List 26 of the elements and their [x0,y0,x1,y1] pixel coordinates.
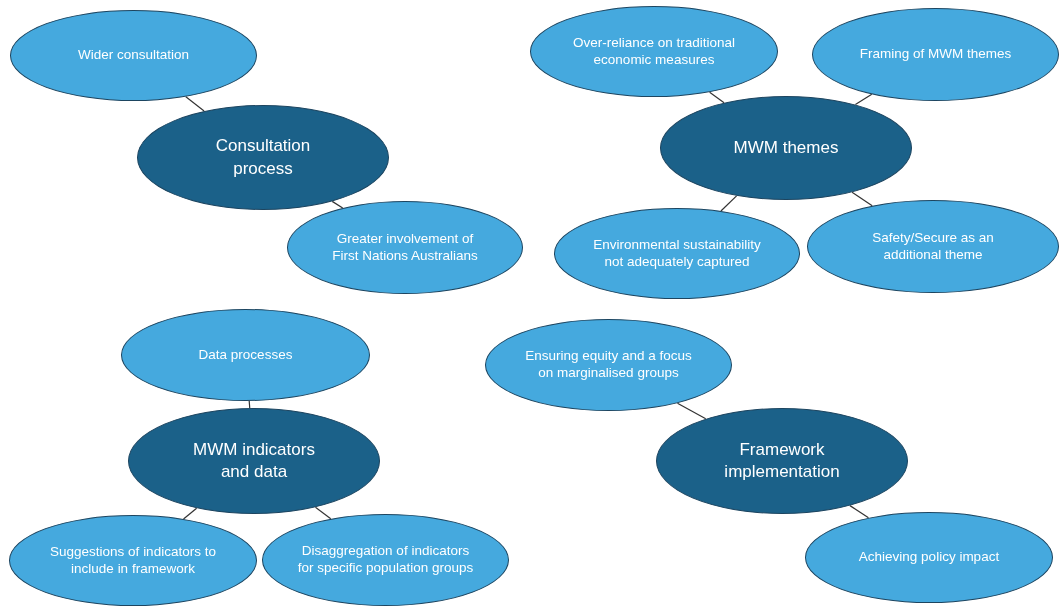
node-label: Environmental sustainability not adequately captured [592,236,762,271]
connector-line [185,96,205,112]
node-label: MWM indicators and data [192,438,316,483]
connector-line [676,402,707,420]
node-label: Safety/Secure as an additional theme [871,229,995,264]
node-label: Wider consultation [77,47,190,64]
connector-line [851,191,873,207]
connector-line [854,93,873,106]
node-label: Suggestions of indicators to include in framework [49,543,217,578]
connector-line [182,507,198,520]
node-label: Over-reliance on traditional economic measures [571,34,737,69]
node-label: Consultation process [214,135,312,180]
connector-line [709,91,725,104]
node-label: Achieving policy impact [858,549,1000,566]
connector-line [331,200,344,209]
connector-line [720,195,738,212]
connector-line [849,505,870,519]
node-label: Greater involvement of First Nations Australians [331,230,479,265]
node-label: Framing of MWM themes [859,46,1012,63]
node-label: Ensuring equity and a focus on marginalised groups [524,348,693,382]
node-label: Data processes [198,346,293,364]
node-label: Disaggregation of indicators for specific population groups [297,543,474,577]
node-label: Framework implementation [723,438,841,483]
connector-line [248,400,251,409]
node-label: MWM themes [733,136,839,159]
connector-line [314,506,332,520]
